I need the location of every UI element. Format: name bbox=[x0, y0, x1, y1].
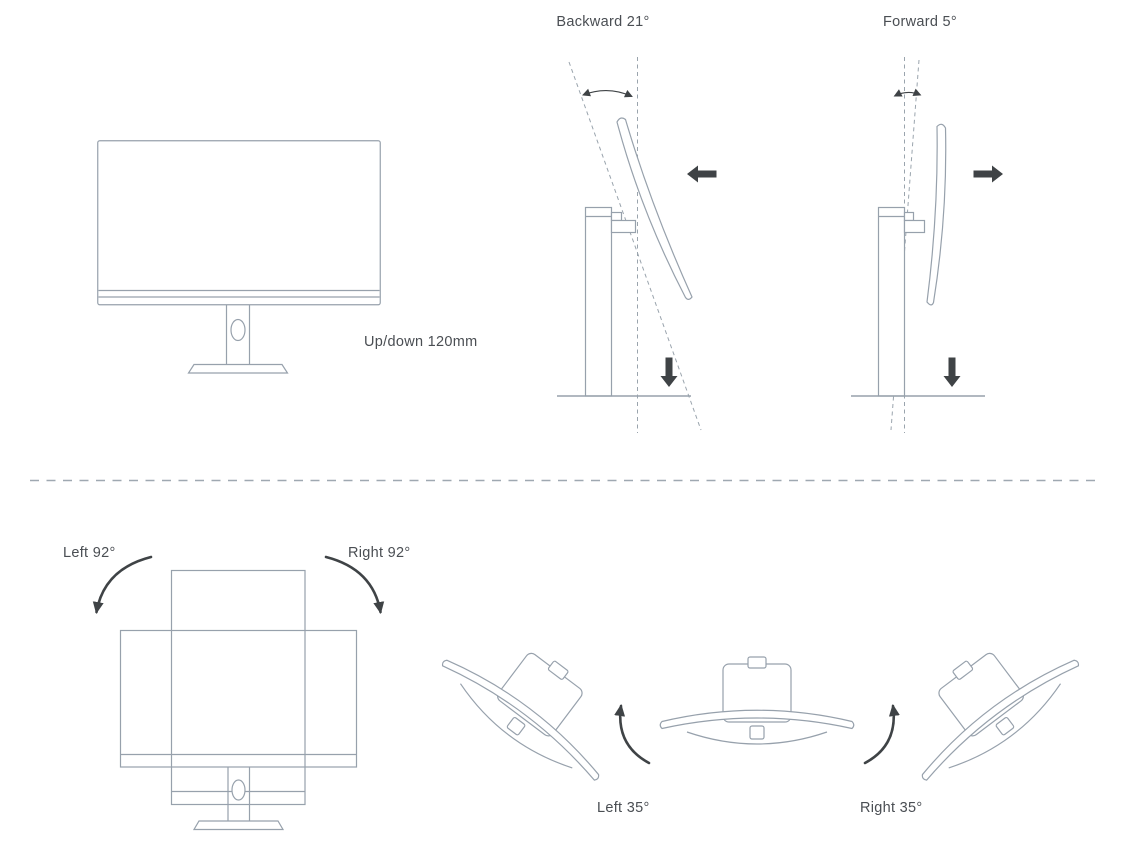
tilt-forward-figure bbox=[851, 57, 1003, 433]
swivel-monitor-center bbox=[659, 656, 855, 745]
hinge-bracket-lower bbox=[610, 219, 637, 234]
swivel-figure bbox=[431, 607, 1090, 795]
swivel-monitor-left bbox=[431, 607, 640, 795]
tilt-angle-dashed-line bbox=[568, 61, 702, 431]
swivel-right-label: Right 35° bbox=[860, 800, 923, 816]
down-direction-arrow-icon bbox=[660, 357, 678, 387]
tilt-backward-figure bbox=[557, 57, 717, 433]
monitor-side-panel bbox=[926, 123, 947, 306]
hinge-bracket-upper bbox=[903, 211, 915, 222]
forward-direction-arrow-icon bbox=[973, 165, 1003, 183]
backward-direction-arrow-icon bbox=[687, 165, 717, 183]
tilt-backward-label: Backward 21° bbox=[556, 14, 649, 30]
swivel-monitor-right bbox=[881, 607, 1090, 795]
stand-base bbox=[192, 820, 285, 831]
hinge-bracket-lower bbox=[903, 219, 926, 234]
swivel-left-label: Left 35° bbox=[597, 800, 650, 816]
rotate-right-arrow-icon bbox=[324, 555, 385, 614]
monitor-front-screen bbox=[97, 140, 381, 306]
monitor-portrait-outline bbox=[170, 569, 306, 806]
height-adjust-label: Up/down 120mm bbox=[364, 334, 478, 350]
height-adjustment-figure bbox=[97, 140, 381, 374]
pivot-left-label: Left 92° bbox=[63, 545, 116, 561]
cable-hole bbox=[230, 318, 246, 342]
monitor-side-panel bbox=[616, 117, 693, 300]
stand-column bbox=[877, 206, 906, 397]
rotate-left-arrow-icon bbox=[92, 555, 153, 614]
swivel-right-arrow-icon bbox=[863, 704, 900, 765]
tilt-angle-arc-arrow bbox=[582, 88, 633, 98]
pivot-right-label: Right 92° bbox=[348, 545, 411, 561]
tilt-forward-label: Forward 5° bbox=[883, 14, 957, 30]
pivot-rotation-figure bbox=[92, 555, 385, 831]
tilt-angle-arc-arrow bbox=[893, 88, 922, 97]
stand-base bbox=[187, 363, 289, 374]
swivel-left-arrow-icon bbox=[614, 704, 651, 765]
hinge-bracket-upper bbox=[610, 211, 623, 222]
stand-column bbox=[584, 206, 613, 397]
cable-hole bbox=[231, 779, 246, 801]
monitor-landscape-outline bbox=[119, 629, 358, 768]
down-direction-arrow-icon bbox=[943, 357, 961, 387]
